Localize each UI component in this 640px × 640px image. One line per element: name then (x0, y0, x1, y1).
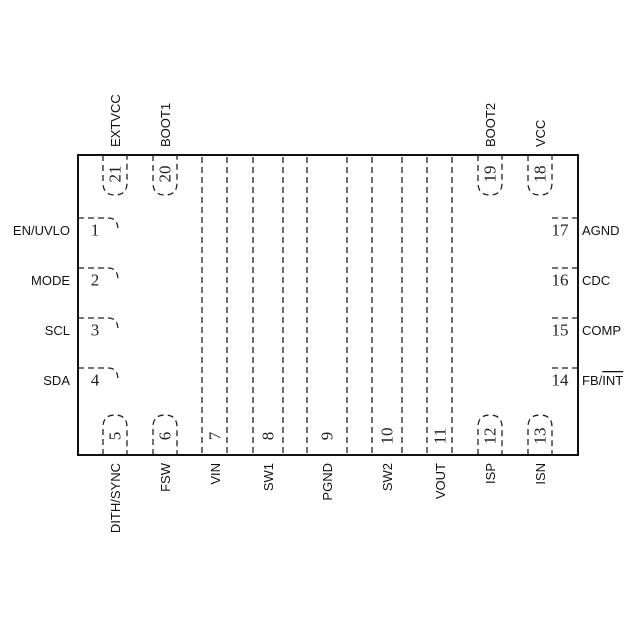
pin-name: PGND (320, 463, 335, 501)
pin-number-4: 4 (91, 371, 100, 390)
pin-pad (152, 155, 178, 196)
pin-label-3: SCL (45, 323, 70, 338)
pin-number-10: 10 (378, 428, 397, 445)
pin-number-18: 18 (531, 166, 550, 183)
pin-number-5: 5 (106, 432, 125, 441)
pin-name: SDA (43, 373, 70, 388)
pin-label-15: COMP (582, 323, 621, 338)
pin-pad (477, 414, 503, 455)
pin-name: VIN (208, 463, 223, 485)
pin-label-17: AGND (582, 223, 620, 238)
pin-pad (102, 414, 128, 455)
pin-name: SCL (45, 323, 70, 338)
package-outline (77, 154, 579, 456)
pin-number-14: 14 (552, 371, 570, 390)
pin-label-18: VCC (533, 120, 548, 147)
pin-label-16: CDC (582, 273, 610, 288)
pin-label-5: DITH/SYNC (108, 463, 123, 533)
pin-pad (78, 217, 119, 231)
pin-pad (527, 155, 553, 196)
pin-name-overbar: INT (602, 373, 623, 388)
pin-label-9: PGND (320, 463, 335, 501)
pin-name: CDC (582, 273, 610, 288)
pin-label-6: FSW (158, 462, 173, 492)
pin-name: MODE (31, 273, 70, 288)
pin-name: BOOT1 (158, 103, 173, 147)
pin-name: ISP (483, 463, 498, 484)
pin-label-11: VOUT (433, 463, 448, 499)
pin-name: FB/ (582, 373, 603, 388)
pin-label-4: SDA (43, 373, 70, 388)
pin-number-19: 19 (481, 166, 500, 183)
pin-label-20: BOOT1 (158, 103, 173, 147)
pin-number-20: 20 (156, 166, 175, 183)
pin-pad (78, 367, 119, 381)
pin-pad (102, 155, 128, 196)
pin-number-3: 3 (91, 321, 100, 340)
pin-label-21: EXTVCC (108, 94, 123, 147)
pin-number-1: 1 (91, 221, 100, 240)
pin-label-10: SW2 (380, 463, 395, 491)
pin-number-16: 16 (552, 271, 569, 290)
pin-name: DITH/SYNC (108, 463, 123, 533)
pin-label-13: ISN (533, 463, 548, 485)
pin-pad (78, 317, 119, 331)
pin-number-12: 12 (481, 428, 500, 445)
pin-name: VCC (533, 120, 548, 147)
pin-label-14: FB/INT (582, 373, 623, 388)
pin-name: COMP (582, 323, 621, 338)
pin-number-6: 6 (156, 432, 175, 441)
pin-name: SW1 (261, 463, 276, 491)
pin-number-2: 2 (91, 271, 100, 290)
pin-name: ISN (533, 463, 548, 485)
pin-number-11: 11 (431, 428, 450, 444)
pin-number-9: 9 (318, 432, 337, 441)
pin-pad (477, 155, 503, 196)
pin-label-1: EN/UVLO (13, 223, 70, 238)
pin-label-19: BOOT2 (483, 103, 498, 147)
pin-number-13: 13 (531, 428, 550, 445)
pin-number-15: 15 (552, 321, 569, 340)
pin-name: VOUT (433, 463, 448, 499)
pin-pad (527, 414, 553, 455)
pin-label-8: SW1 (261, 463, 276, 491)
pin-name: BOOT2 (483, 103, 498, 147)
pin-number-8: 8 (259, 432, 278, 441)
pin-pad (152, 414, 178, 455)
pin-label-7: VIN (208, 463, 223, 485)
pin-name: FSW (158, 462, 173, 492)
pin-number-7: 7 (206, 431, 225, 440)
pin-name: EXTVCC (108, 94, 123, 147)
pin-number-21: 21 (106, 166, 125, 183)
pin-name: AGND (582, 223, 620, 238)
pin-pad (78, 267, 119, 281)
pin-number-17: 17 (552, 221, 570, 240)
pin-name: EN/UVLO (13, 223, 70, 238)
pin-label-2: MODE (31, 273, 70, 288)
pin-label-12: ISP (483, 463, 498, 484)
pin-name: SW2 (380, 463, 395, 491)
